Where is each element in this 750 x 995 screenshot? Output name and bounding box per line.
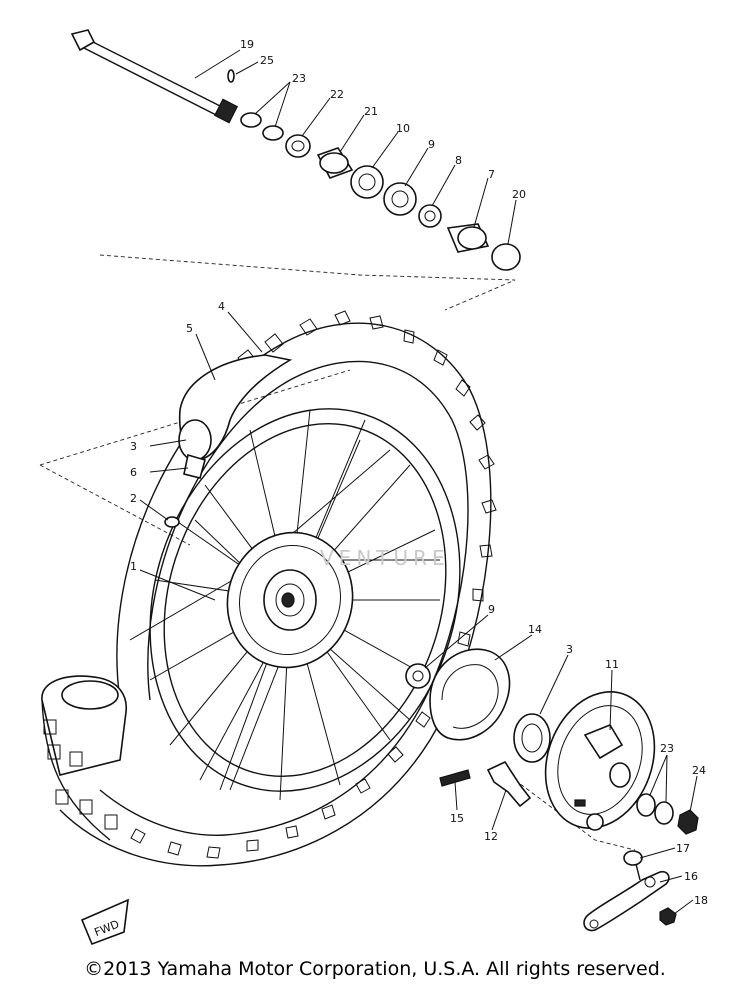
callout-3: 3 [566,643,573,656]
front-wheel [41,310,497,867]
brake-panel [544,691,656,831]
callout-11: 11 [605,658,619,671]
callout-4: 4 [218,300,225,313]
washers-and-nut [636,793,699,835]
tire-cutaway [41,675,127,841]
callout-14: 14 [528,623,542,636]
copyright-notice: ©2013 Yamaha Motor Corporation, U.S.A. A… [84,958,666,980]
wear-indicator [439,769,471,787]
watermark-text: VENTURE [320,546,450,570]
callout-24: 24 [692,764,706,777]
callout-12: 12 [484,830,498,843]
callout-19: 19 [240,38,254,51]
forward-direction-tag: FWD [80,898,129,946]
axle-spacer-stack [227,69,521,271]
callout-9: 9 [428,138,435,151]
brake-shoes [405,648,511,741]
callout-15: 15 [450,812,464,825]
brake-arm-bolt [623,850,643,881]
callout-leaders [139,49,698,915]
callout-7: 7 [488,168,495,181]
brake-camshaft [486,760,532,808]
front-axle [70,29,239,124]
callout-8: 8 [455,154,462,167]
callout-16: 16 [684,870,698,883]
brake-arm [583,870,670,932]
callout-18: 18 [694,894,708,907]
callout-1: 1 [130,560,137,573]
callout-6: 6 [130,466,137,479]
callout-21: 21 [364,105,378,118]
callout-23: 23 [292,72,306,85]
callout-17: 17 [676,842,690,855]
callout-25: 25 [260,54,274,67]
callout-23: 23 [660,742,674,755]
callout-10: 10 [396,122,410,135]
callout-20: 20 [512,188,526,201]
brake-arm-nut [659,907,677,926]
callout-22: 22 [330,88,344,101]
callout-3: 3 [130,440,137,453]
callout-labels: 19 25 23 22 21 10 9 8 7 20 4 5 3 6 2 1 9… [130,38,708,907]
callout-9: 9 [488,603,495,616]
oil-seal [513,713,551,763]
callout-2: 2 [130,492,137,505]
inner-tube-and-rim-band [164,354,293,528]
callout-5: 5 [186,322,193,335]
